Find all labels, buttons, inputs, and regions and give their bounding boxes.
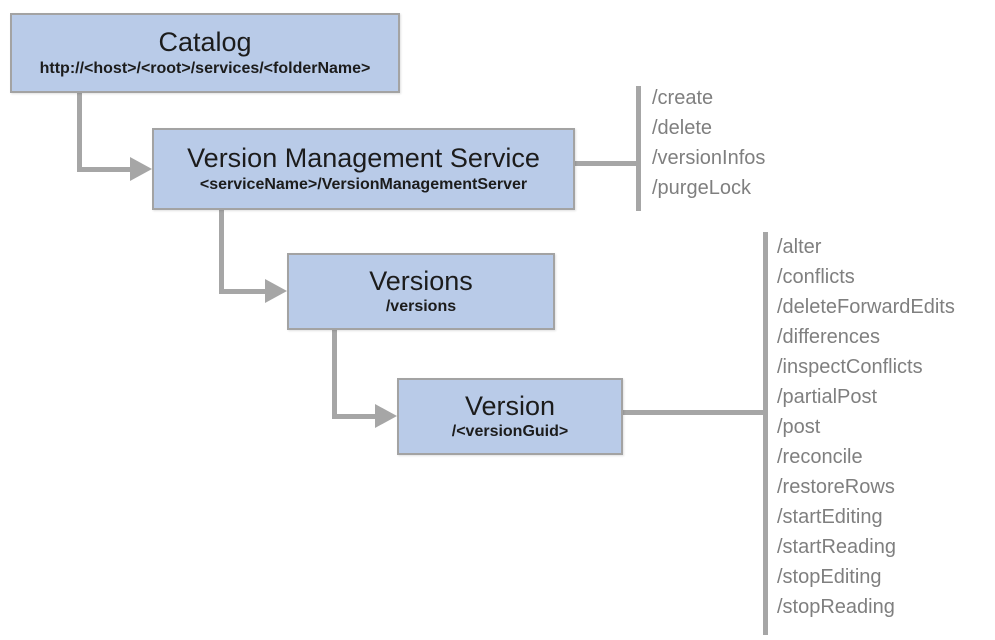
arrowhead-vms-versions bbox=[265, 279, 287, 303]
operation-reconcile: /reconcile bbox=[777, 446, 863, 468]
connector-versions-version-vertical bbox=[332, 330, 337, 419]
node-version-title: Version bbox=[464, 390, 556, 421]
connector-vms-versions-vertical bbox=[219, 210, 224, 294]
arrowhead-catalog-vms bbox=[130, 157, 152, 181]
node-vms-url: <serviceName>/VersionManagementServer bbox=[199, 175, 528, 193]
node-versions-title: Versions bbox=[369, 265, 473, 296]
operation-create: /create bbox=[652, 87, 714, 109]
node-vms-title: Version Management Service bbox=[187, 143, 540, 174]
node-catalog-title: Catalog bbox=[158, 27, 252, 58]
node-catalog: Catalog http://<host>/<root>/services/<f… bbox=[10, 13, 400, 93]
node-version-url: /<versionGuid> bbox=[451, 423, 569, 441]
operation-stopediting: /stopEditing bbox=[777, 566, 882, 588]
node-versions: Versions /versions bbox=[287, 253, 555, 330]
operation-purgelock: /purgeLock bbox=[652, 177, 751, 199]
operation-conflicts: /conflicts bbox=[777, 266, 855, 288]
operation-alter: /alter bbox=[777, 236, 822, 258]
vms-operations-list: /create /delete /versionInfos /purgeLock bbox=[652, 83, 765, 203]
arrowhead-versions-version bbox=[375, 404, 397, 428]
connector-versions-version-horizontal bbox=[332, 414, 375, 419]
bracket-vms-operations bbox=[636, 86, 641, 211]
connector-vms-versions-horizontal bbox=[219, 289, 265, 294]
node-version-management-service: Version Management Service <serviceName>… bbox=[152, 128, 575, 210]
node-version: Version /<versionGuid> bbox=[397, 378, 623, 455]
operation-partialpost: /partialPost bbox=[777, 386, 878, 408]
node-catalog-url: http://<host>/<root>/services/<folderNam… bbox=[39, 59, 371, 77]
operation-startediting: /startEditing bbox=[777, 506, 883, 528]
operation-delete: /delete bbox=[652, 117, 713, 139]
node-versions-url: /versions bbox=[385, 298, 457, 316]
operation-stopreading: /stopReading bbox=[777, 596, 895, 618]
operation-restorerows: /restoreRows bbox=[777, 476, 895, 498]
operation-startreading: /startReading bbox=[777, 536, 896, 558]
operation-versioninfos: /versionInfos bbox=[652, 147, 766, 169]
connector-catalog-vms-horizontal bbox=[77, 167, 130, 172]
operation-post: /post bbox=[777, 416, 821, 438]
connector-version-operations bbox=[623, 410, 764, 415]
connector-catalog-vms-vertical bbox=[77, 93, 82, 172]
operation-differences: /differences bbox=[777, 326, 881, 348]
version-operations-list: /alter /conflicts /deleteForwardEdits /d… bbox=[777, 232, 955, 622]
operation-inspectconflicts: /inspectConflicts bbox=[777, 356, 923, 378]
connector-vms-operations bbox=[575, 161, 637, 166]
bracket-version-operations bbox=[763, 232, 768, 635]
operation-deleteforwardedits: /deleteForwardEdits bbox=[777, 296, 955, 318]
